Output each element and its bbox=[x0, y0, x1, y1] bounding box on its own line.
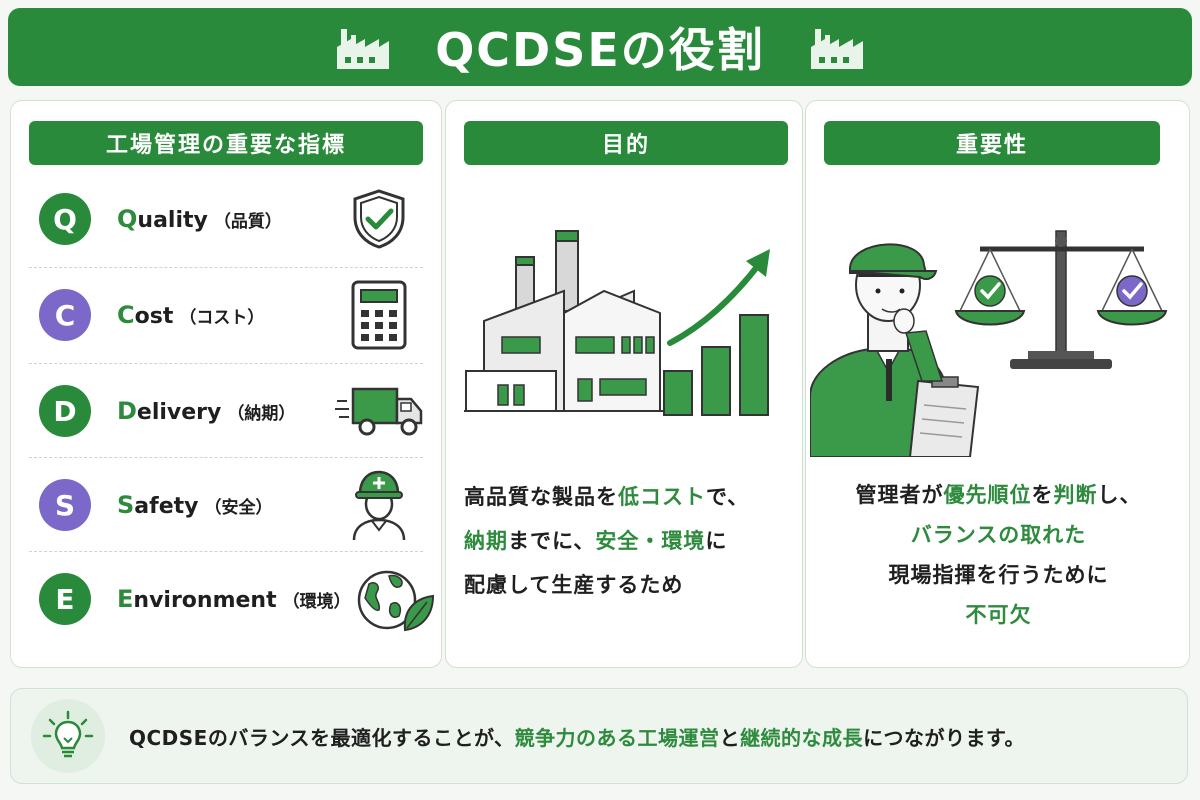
delivery-truck-icon bbox=[335, 376, 423, 446]
importance-panel: 重要性 管理者が優先順位を判断 bbox=[805, 100, 1190, 668]
indicator-label: Cost（コスト） bbox=[117, 301, 335, 329]
text-segment: と bbox=[719, 726, 741, 750]
letter-badge-e: E bbox=[39, 573, 91, 625]
purpose-line-1: 高品質な製品を低コストで、 bbox=[464, 475, 794, 519]
importance-heading: 重要性 bbox=[824, 121, 1160, 165]
text-segment: につながります。 bbox=[863, 726, 1026, 750]
text-segment: に bbox=[705, 529, 728, 553]
indicator-jp: （環境） bbox=[282, 592, 351, 612]
importance-line-3: 現場指揮を行うために bbox=[888, 563, 1109, 587]
summary-footer: QCDSEのバランスを最適化することが、競争力のある工場運営と継続的な成長につな… bbox=[10, 688, 1188, 784]
divider bbox=[29, 457, 423, 458]
letter-badge-s: S bbox=[39, 479, 91, 531]
indicators-heading: 工場管理の重要な指標 bbox=[29, 121, 423, 165]
text-segment: し、 bbox=[1097, 483, 1142, 507]
indicators-panel: 工場管理の重要な指標 Q Quality（品質） C Cost（コスト） bbox=[10, 100, 442, 668]
hardhat-worker-icon bbox=[335, 470, 423, 541]
indicator-row-environment: E Environment（環境） bbox=[29, 553, 434, 645]
highlight-priority: 優先順位 bbox=[943, 483, 1032, 507]
highlight-essential: 不可欠 bbox=[965, 603, 1032, 627]
indicator-label: Delivery（納期） bbox=[117, 397, 335, 425]
indicator-label: Environment（環境） bbox=[117, 585, 351, 613]
highlight-low-cost: 低コスト bbox=[618, 485, 706, 509]
divider bbox=[29, 267, 423, 268]
purpose-panel: 目的 高品質な製品を低コストで、 納期までに、安全・環境に 配慮して生産するため bbox=[445, 100, 803, 668]
indicator-row-cost: C Cost（コスト） bbox=[29, 269, 423, 361]
indicator-label: Quality（品質） bbox=[117, 205, 335, 233]
calculator-icon bbox=[335, 280, 423, 350]
factory-icon bbox=[810, 29, 863, 69]
importance-line-1: 管理者が優先順位を判断し、 bbox=[816, 475, 1181, 515]
divider bbox=[29, 363, 423, 364]
indicator-name: uality bbox=[137, 208, 208, 233]
indicator-jp: （安全） bbox=[204, 498, 273, 518]
purpose-line-3: 配慮して生産するため bbox=[464, 573, 684, 597]
indicator-row-delivery: D Delivery（納期） bbox=[29, 365, 423, 457]
text-segment: 高品質な製品を bbox=[464, 485, 618, 509]
text-segment: 管理者が bbox=[855, 483, 944, 507]
shield-check-icon bbox=[335, 184, 423, 254]
indicator-name: elivery bbox=[136, 400, 222, 425]
text-segment: で、 bbox=[706, 485, 750, 509]
importance-description: 管理者が優先順位を判断し、 バランスの取れた 現場指揮を行うために 不可欠 bbox=[816, 475, 1181, 635]
purpose-line-2: 納期までに、安全・環境に bbox=[464, 519, 794, 563]
manager-balance-scale-illustration bbox=[810, 230, 1168, 457]
letter-badge-c: C bbox=[39, 289, 91, 341]
letter-badge-q: Q bbox=[39, 193, 91, 245]
highlight-balanced: バランスの取れた bbox=[910, 523, 1087, 547]
indicator-initial: S bbox=[117, 491, 135, 519]
factory-growth-illustration bbox=[464, 230, 770, 416]
page-header: QCDSEの役割 bbox=[8, 8, 1192, 86]
lightbulb-icon bbox=[31, 699, 105, 773]
indicator-name: nvironment bbox=[133, 588, 277, 613]
factory-icon bbox=[337, 29, 390, 69]
summary-text: QCDSEのバランスを最適化することが、競争力のある工場運営と継続的な成長につな… bbox=[129, 722, 1025, 751]
globe-leaf-icon bbox=[351, 564, 439, 634]
text-segment: までに、 bbox=[508, 529, 596, 553]
letter-badge-d: D bbox=[39, 385, 91, 437]
page-title: QCDSEの役割 bbox=[435, 23, 765, 77]
purpose-heading: 目的 bbox=[464, 121, 788, 165]
text-segment: QCDSEのバランスを最適化することが、 bbox=[129, 726, 515, 750]
indicator-jp: （コスト） bbox=[179, 308, 265, 328]
indicator-row-quality: Q Quality（品質） bbox=[29, 173, 423, 265]
divider bbox=[29, 551, 423, 552]
highlight-competitive-operations: 競争力のある工場運営 bbox=[514, 726, 720, 750]
highlight-safety-environment: 安全・環境 bbox=[595, 529, 706, 553]
indicator-name: afety bbox=[134, 494, 199, 519]
highlight-delivery: 納期 bbox=[464, 529, 508, 553]
indicator-initial: E bbox=[117, 585, 134, 613]
indicator-initial: D bbox=[117, 397, 137, 425]
purpose-description: 高品質な製品を低コストで、 納期までに、安全・環境に 配慮して生産するため bbox=[464, 475, 794, 607]
indicator-label: Safety（安全） bbox=[117, 491, 335, 519]
indicator-jp: （品質） bbox=[213, 212, 282, 232]
indicator-row-safety: S Safety（安全） bbox=[29, 459, 423, 551]
indicator-initial: C bbox=[117, 301, 135, 329]
highlight-judgment: 判断 bbox=[1053, 483, 1098, 507]
indicator-initial: Q bbox=[117, 205, 138, 233]
indicator-name: ost bbox=[134, 304, 174, 329]
indicator-jp: （納期） bbox=[227, 404, 296, 424]
highlight-continuous-growth: 継続的な成長 bbox=[740, 726, 864, 750]
text-segment: を bbox=[1031, 483, 1054, 507]
